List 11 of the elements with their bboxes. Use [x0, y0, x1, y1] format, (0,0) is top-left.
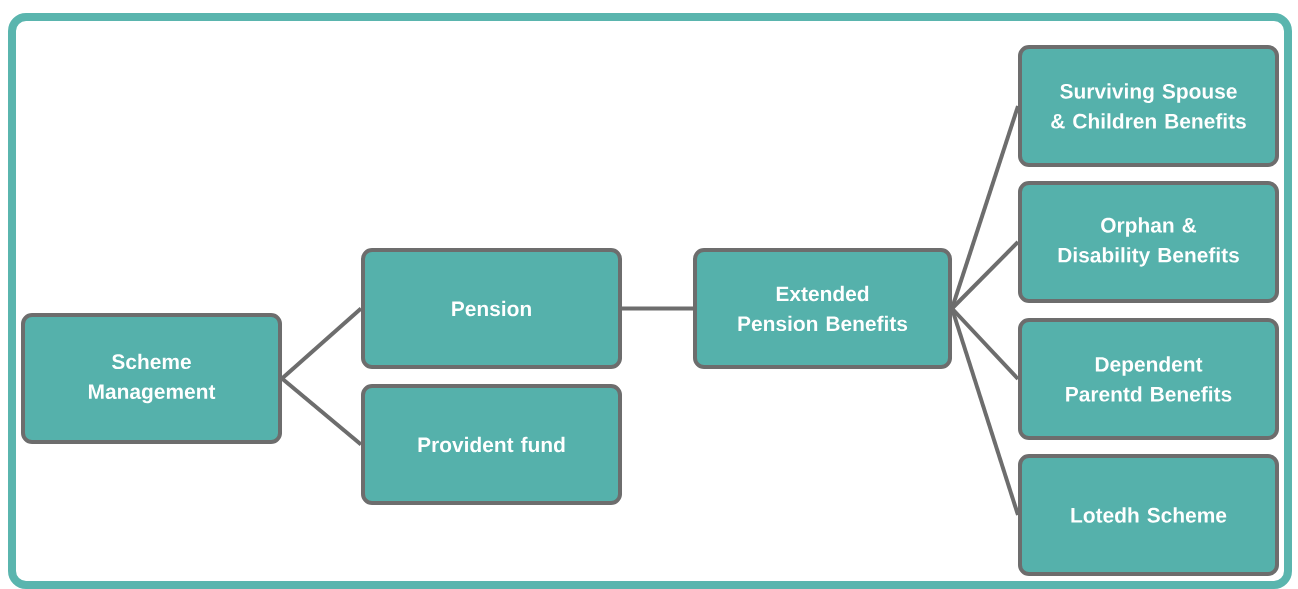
process-box: Lotedh Scheme — [1018, 454, 1279, 576]
process-box: Scheme Management — [21, 313, 282, 444]
process-box: Surviving Spouse & Children Benefits — [1018, 45, 1279, 167]
connector-line — [622, 306, 693, 311]
connector-line — [280, 307, 363, 380]
process-box: Provident fund — [361, 384, 622, 505]
process-box: Dependent Parentd Benefits — [1018, 318, 1279, 440]
process-box: Pension — [361, 248, 622, 369]
process-box: Orphan & Disability Benefits — [1018, 181, 1279, 303]
connector-line — [280, 376, 363, 447]
process-box: Extended Pension Benefits — [693, 248, 952, 369]
